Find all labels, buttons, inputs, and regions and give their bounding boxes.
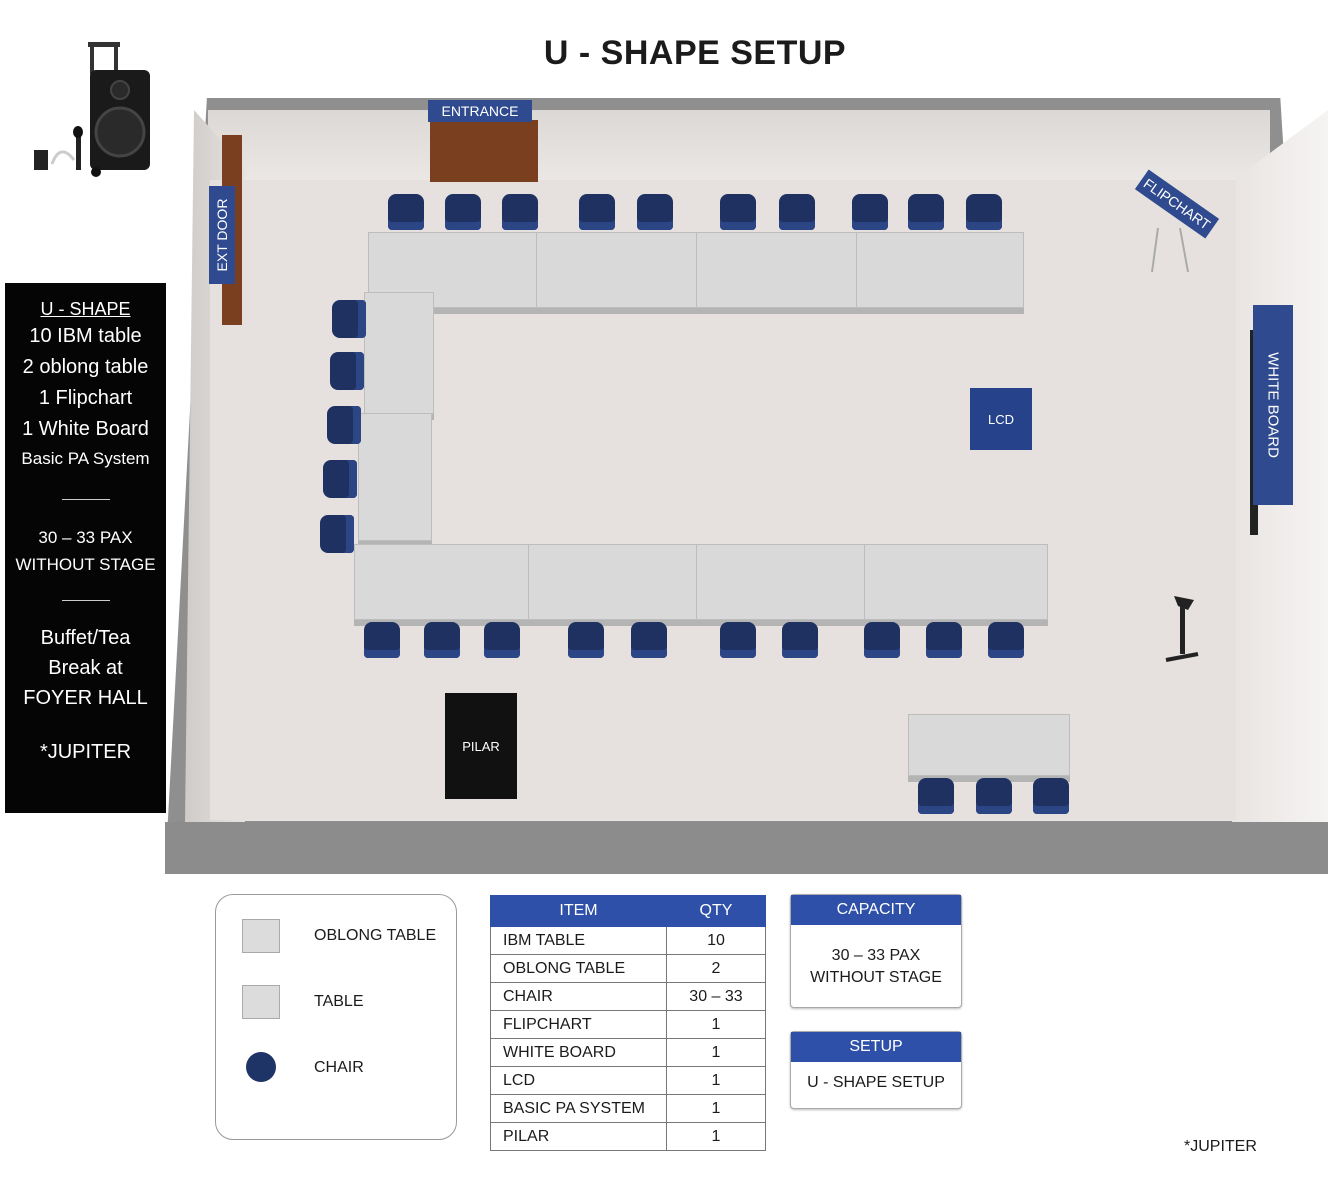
legend-label: CHAIR bbox=[314, 1059, 364, 1076]
chair bbox=[976, 778, 1012, 814]
chair bbox=[988, 622, 1024, 658]
oblong-table bbox=[364, 292, 434, 414]
chair bbox=[364, 622, 400, 658]
panel-capacity: 30 – 33 PAX bbox=[38, 528, 133, 547]
panel-item: 10 IBM table bbox=[29, 325, 142, 347]
chair bbox=[327, 406, 361, 444]
back-wall bbox=[208, 110, 1270, 180]
panel-buffet: Break at bbox=[48, 657, 123, 679]
chair bbox=[502, 194, 538, 230]
ibm-table bbox=[696, 544, 866, 620]
pa-system-image bbox=[30, 42, 162, 178]
entrance-label: ENTRANCE bbox=[428, 100, 532, 122]
panel-divider bbox=[61, 499, 110, 500]
legend-label: OBLONG TABLE bbox=[314, 927, 437, 944]
chair bbox=[1033, 778, 1069, 814]
page-title: U - SHAPE SETUP bbox=[543, 34, 847, 72]
lcd-unit: LCD bbox=[970, 388, 1032, 450]
panel-item: 1 Flipchart bbox=[38, 387, 133, 409]
oblong-table-swatch bbox=[242, 919, 280, 953]
chair bbox=[579, 194, 615, 230]
chair bbox=[926, 622, 962, 658]
ibm-table bbox=[528, 544, 698, 620]
ibm-table bbox=[536, 232, 698, 308]
chair bbox=[323, 460, 357, 498]
pilar: PILAR bbox=[445, 693, 517, 799]
table-swatch bbox=[242, 985, 280, 1019]
ibm-table bbox=[908, 714, 1070, 776]
panel-item: 2 oblong table bbox=[22, 356, 149, 378]
panel-buffet: Buffet/Tea bbox=[40, 627, 131, 649]
panel-capacity: WITHOUT STAGE bbox=[15, 555, 156, 574]
chair bbox=[424, 622, 460, 658]
panel-heading: U - SHAPE bbox=[40, 299, 131, 319]
front-wall-rim bbox=[165, 822, 1328, 874]
setup-info-panel: U - SHAPE 10 IBM table 2 oblong table 1 … bbox=[5, 283, 166, 813]
legend-label: TABLE bbox=[314, 993, 364, 1010]
capacity-line: WITHOUT STAGE bbox=[810, 969, 942, 986]
ibm-table bbox=[696, 232, 858, 308]
entrance-door bbox=[430, 120, 538, 182]
legend: OBLONG TABLE TABLE CHAIR bbox=[215, 894, 457, 1140]
chair bbox=[484, 622, 520, 658]
capacity-line: 30 – 33 PAX bbox=[831, 947, 921, 964]
capacity-header: CAPACITY bbox=[791, 895, 961, 925]
column-header: QTY bbox=[666, 895, 766, 927]
setup-card: SETUP U - SHAPE SETUP bbox=[790, 1031, 962, 1109]
panel-item: Basic PA System bbox=[21, 449, 150, 468]
panel-item: 1 White Board bbox=[22, 418, 149, 440]
setup-header: SETUP bbox=[791, 1032, 961, 1062]
panel-buffet: FOYER HALL bbox=[23, 687, 148, 709]
setup-value: U - SHAPE SETUP bbox=[807, 1074, 945, 1091]
chair bbox=[568, 622, 604, 658]
chair-swatch bbox=[246, 1052, 276, 1082]
chair bbox=[864, 622, 900, 658]
chair bbox=[388, 194, 424, 230]
podium bbox=[1160, 592, 1200, 664]
ibm-table bbox=[856, 232, 1024, 308]
oblong-table bbox=[358, 413, 432, 541]
white-board-label: WHITE BOARD bbox=[1253, 305, 1293, 505]
chair bbox=[720, 194, 756, 230]
chair bbox=[330, 352, 364, 390]
panel-divider bbox=[61, 600, 110, 601]
chair bbox=[852, 194, 888, 230]
chair bbox=[779, 194, 815, 230]
chair bbox=[332, 300, 366, 338]
footer-venue: *JUPITER bbox=[1184, 1138, 1257, 1155]
chair bbox=[637, 194, 673, 230]
chair bbox=[320, 515, 354, 553]
ibm-table bbox=[864, 544, 1048, 620]
capacity-card: CAPACITY 30 – 33 PAX WITHOUT STAGE bbox=[790, 894, 962, 1008]
panel-venue: *JUPITER bbox=[39, 741, 132, 763]
chair bbox=[720, 622, 756, 658]
chair bbox=[631, 622, 667, 658]
chair bbox=[966, 194, 1002, 230]
chair bbox=[445, 194, 481, 230]
column-header: ITEM bbox=[490, 895, 667, 927]
chair bbox=[918, 778, 954, 814]
flipchart-stand bbox=[1150, 227, 1190, 273]
ibm-table bbox=[354, 544, 530, 620]
chair bbox=[782, 622, 818, 658]
ext-door-label: EXT DOOR bbox=[209, 186, 235, 284]
chair bbox=[908, 194, 944, 230]
